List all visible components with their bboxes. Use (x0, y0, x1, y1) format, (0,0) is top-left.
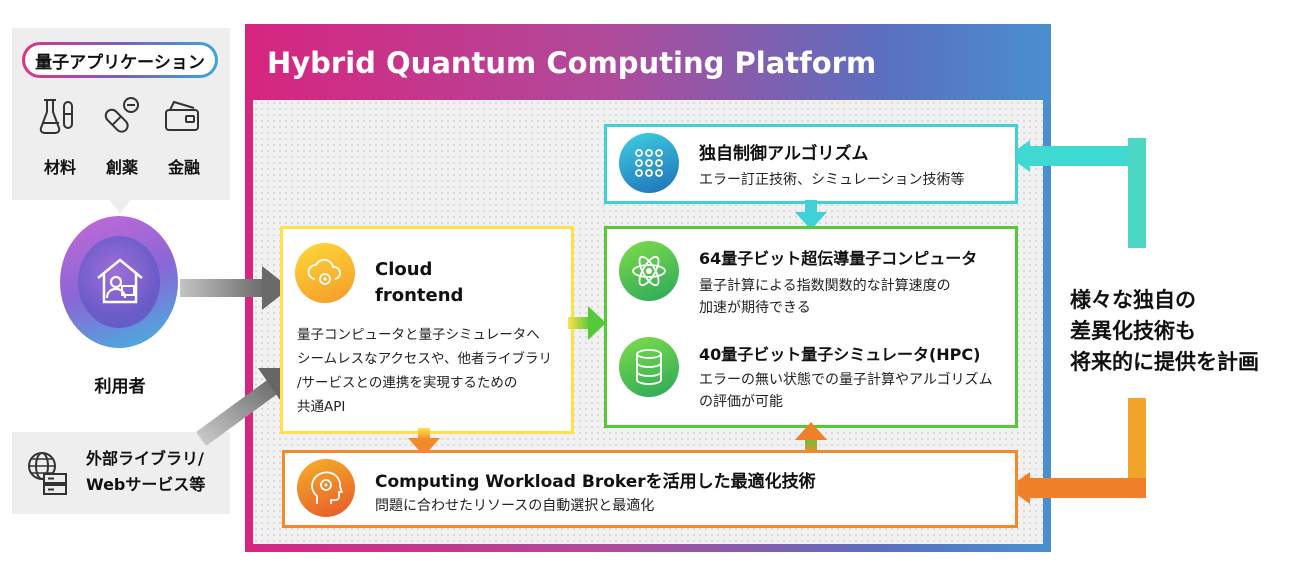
applications-title: 量子アプリケーション (25, 45, 215, 75)
user-label: 利用者 (94, 377, 146, 397)
external-label-line1: 外部ライブラリ/ (86, 449, 204, 468)
arrow-algorithm-to-qc (795, 200, 827, 230)
qc-icon-bg (619, 241, 679, 301)
user-avatar (60, 216, 178, 348)
sim-title: 40量子ビット量子シミュレータ(HPC) (699, 345, 981, 364)
broker-icon-bg (297, 459, 355, 517)
app-item-finance: 金融 (154, 96, 210, 178)
qc-desc: 量子計算による指数関数的な計算速度の 加速が期待できる (699, 275, 951, 319)
cloud-desc-line1: 量子コンピュータと量子シミュレータへ (297, 327, 540, 343)
cloud-desc-line2: シームレスなアクセスや、他者ライブラリ (297, 351, 553, 367)
broker-box: Computing Workload Brokerを活用した最適化技術 問題に合… (282, 450, 1018, 528)
sim-desc: エラーの無い状態での量子計算やアルゴリズム の評価が可能 (699, 369, 993, 413)
app-item-material: 材料 (30, 96, 86, 178)
arrow-cloud-to-compute (568, 306, 606, 340)
algorithm-desc: エラー訂正技術、シミュレーション技術等 (699, 172, 965, 188)
side-note-line3: 将来的に提供を計画 (1070, 350, 1259, 374)
cloud-title-line1: Cloud (375, 259, 433, 280)
external-label-line2: Webサービス等 (86, 475, 206, 494)
compute-box: 64量子ビット超伝導量子コンピュータ 量子計算による指数関数的な計算速度の 加速… (604, 226, 1018, 428)
applications-title-pill: 量子アプリケーション (22, 42, 218, 78)
database-icon (636, 349, 662, 385)
broker-desc: 問題に合わせたリソースの自動選択と最適化 (375, 498, 655, 514)
arrow-user-to-cloud (180, 266, 290, 310)
arrow-broker-to-compute (795, 422, 827, 452)
side-note-line2: 差異化技術も (1070, 319, 1196, 343)
cloud-title-line2: frontend (375, 285, 464, 306)
cloud-title: Cloud frontend (375, 257, 463, 309)
home-user-icon (97, 258, 143, 304)
atom-icon (632, 255, 666, 287)
sim-desc-line2: の評価が可能 (699, 394, 783, 410)
app-item-drug: 創薬 (92, 96, 148, 178)
cloud-icon-bg (295, 243, 355, 303)
pill-icon (104, 97, 139, 133)
side-note-line1: 様々な独自の (1070, 288, 1196, 312)
platform-title: Hybrid Quantum Computing Platform (267, 46, 877, 80)
brain-gear-icon (311, 471, 343, 504)
cloud-gear-icon (307, 258, 341, 285)
cloud-desc-line3: /サービスとの連携を実現するための (297, 375, 518, 391)
app-label-material: 材料 (43, 158, 76, 177)
qc-title: 64量子ビット超伝導量子コンピュータ (699, 249, 978, 268)
sim-icon-bg (619, 337, 679, 397)
flask-icon (39, 99, 73, 134)
broker-title: Computing Workload Brokerを活用した最適化技術 (375, 472, 816, 492)
app-label-drug: 創薬 (105, 158, 138, 177)
panel-pointer (108, 198, 132, 214)
qc-desc-line2: 加速が期待できる (699, 300, 811, 316)
arrow-external-to-cloud (196, 368, 292, 446)
cloud-desc: 量子コンピュータと量子シミュレータへ シームレスなアクセスや、他者ライブラリ /… (297, 323, 552, 419)
algorithm-icon-bg (619, 133, 679, 193)
side-note: 様々な独自の 差異化技術も 将来的に提供を計画 (1070, 285, 1280, 378)
algorithm-box: 独自制御アルゴリズム エラー訂正技術、シミュレーション技術等 (604, 124, 1018, 204)
card-icon (165, 100, 199, 131)
globe-server-icon (28, 452, 67, 495)
arrow-cloud-to-broker (408, 428, 440, 456)
sim-desc-line1: エラーの無い状態での量子計算やアルゴリズム (699, 372, 993, 388)
algorithm-title: 独自制御アルゴリズム (699, 144, 869, 164)
cloud-desc-line4: 共通API (297, 399, 346, 415)
applications-list: 材料 創薬 金融 (30, 96, 210, 192)
user-avatar-inner (78, 236, 160, 328)
cloud-frontend-box: Cloud frontend 量子コンピュータと量子シミュレータへ シームレスな… (280, 226, 574, 434)
external-label: 外部ライブラリ/ Webサービス等 (86, 446, 205, 498)
grid-dots-icon (635, 149, 663, 177)
qc-desc-line1: 量子計算による指数関数的な計算速度の (699, 278, 951, 294)
arrow-right-bracket (1008, 138, 1146, 504)
app-label-finance: 金融 (167, 158, 200, 177)
